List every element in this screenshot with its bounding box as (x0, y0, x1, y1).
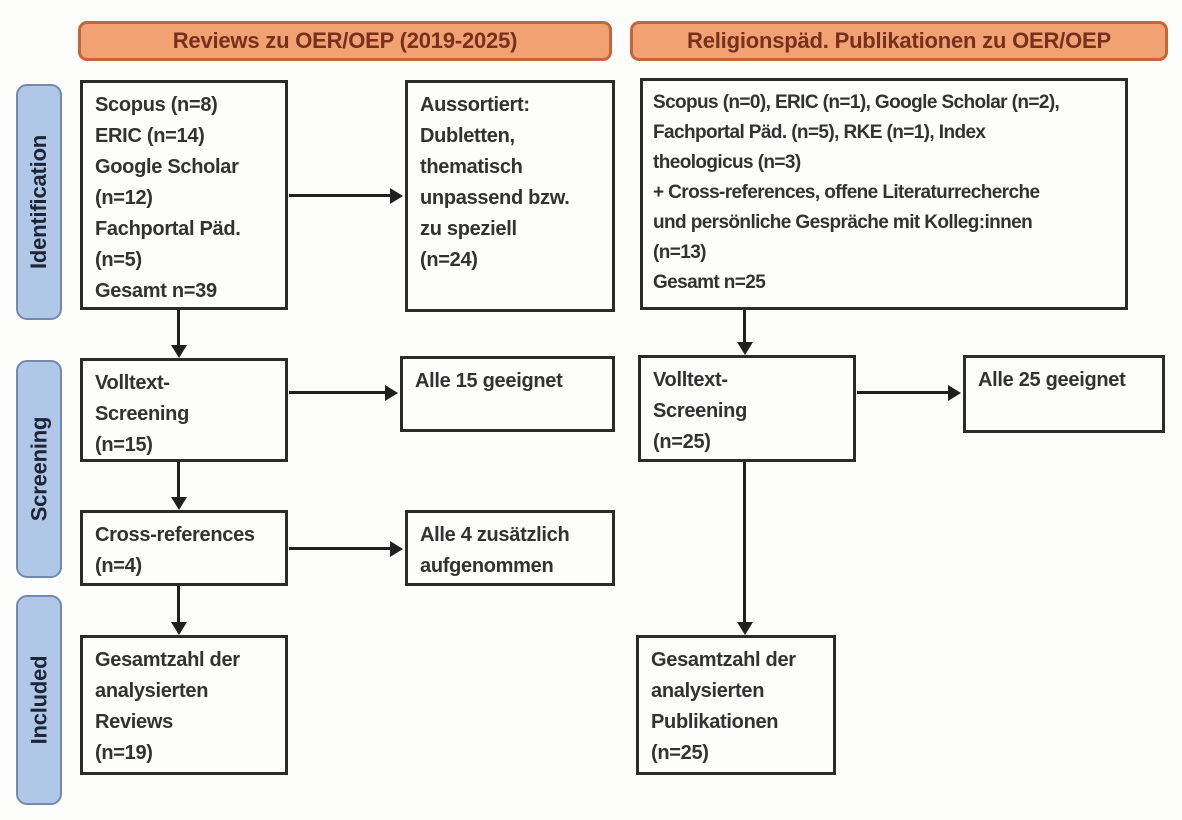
box-reviews-crossreferences-result: Alle 4 zusätzlich aufgenommen (405, 510, 615, 586)
phase-label-included: Included (16, 595, 62, 805)
box-religionspaed-fulltext-result: Alle 25 geeignet (963, 355, 1165, 433)
box-reviews-crossreferences: Cross-references (n=4) (80, 510, 288, 586)
box-reviews-included-total: Gesamtzahl der analysierten Reviews (n=1… (80, 635, 288, 775)
phase-label-screening: Screening (16, 360, 62, 578)
box-religionspaed-fulltext-screening: Volltext- Screening (n=25) (638, 355, 856, 462)
arrow-right-icon (857, 384, 961, 401)
box-reviews-identification-sources: Scopus (n=8) ERIC (n=14) Google Scholar … (80, 80, 288, 310)
phase-label-identification-text: Identification (26, 134, 51, 270)
box-reviews-excluded: Aussortiert: Dubletten, thematisch unpas… (405, 80, 615, 312)
box-religionspaed-included-total: Gesamtzahl der analysierten Publikatione… (636, 635, 836, 775)
arrow-right-icon (289, 187, 403, 204)
arrow-down-icon (170, 586, 187, 635)
arrow-down-icon (736, 310, 753, 355)
arrow-down-icon (170, 462, 187, 510)
phase-label-screening-text: Screening (26, 416, 52, 522)
column-header-religionspaed: Religionspäd. Publikationen zu OER/OEP (630, 21, 1168, 61)
box-religionspaed-identification-sources: Scopus (n=0), ERIC (n=1), Google Scholar… (640, 78, 1128, 310)
column-header-reviews: Reviews zu OER/OEP (2019-2025) (78, 21, 612, 61)
arrow-down-icon (170, 310, 187, 358)
phase-label-identification: Identification (16, 84, 62, 320)
box-reviews-fulltext-screening: Volltext- Screening (n=15) (80, 358, 288, 462)
arrow-down-icon (736, 462, 753, 635)
phase-label-included-text: Included (26, 655, 52, 745)
arrow-right-icon (289, 384, 398, 401)
box-reviews-fulltext-result: Alle 15 geeignet (400, 356, 615, 432)
arrow-right-icon (289, 540, 403, 557)
